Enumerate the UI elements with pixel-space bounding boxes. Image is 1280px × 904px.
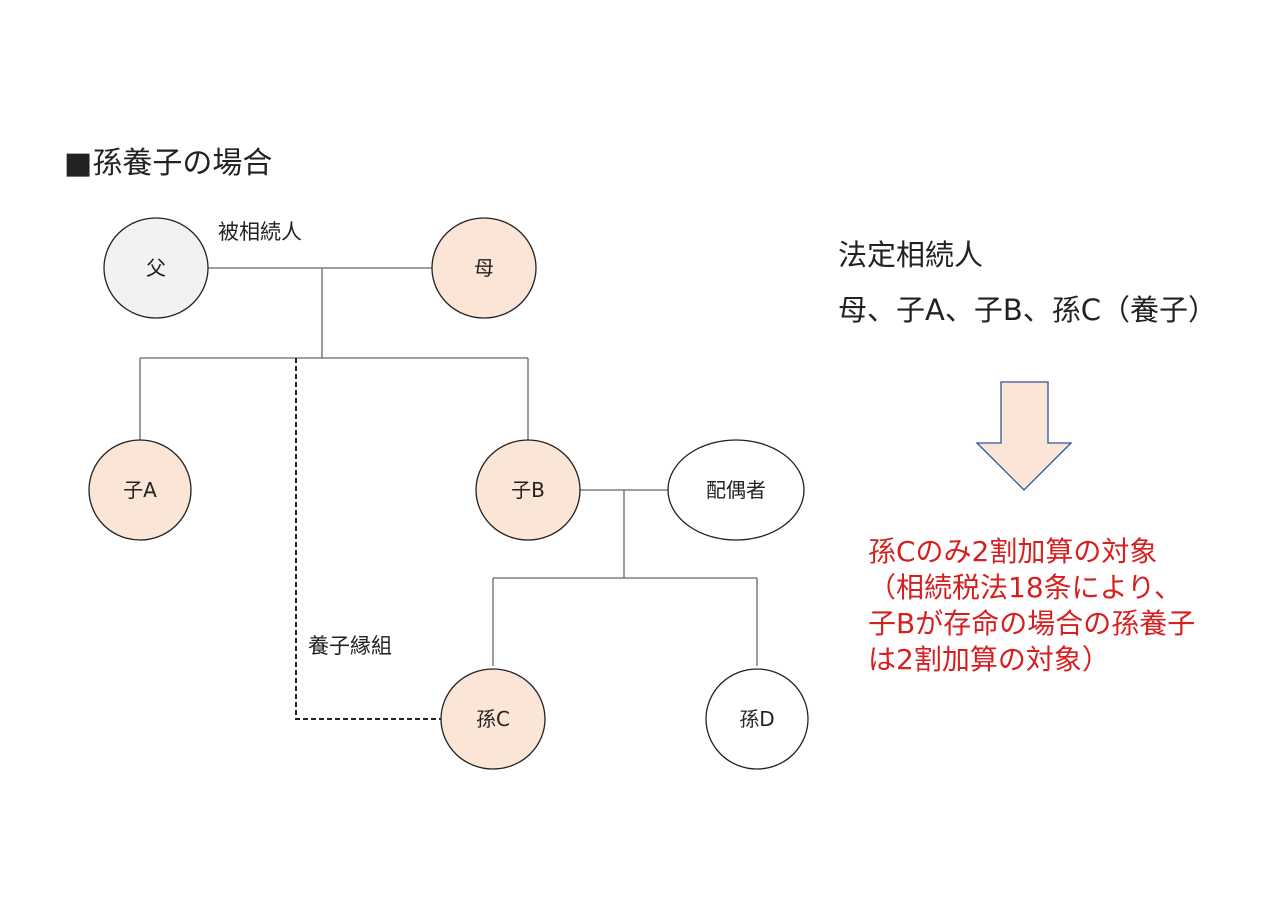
note-line: は2割加算の対象） [868,643,1110,676]
node-spouse: 配偶者 [667,439,805,541]
legal-heirs-list: 母、子A、子B、孫C（養子） [838,293,1217,327]
decedent-label: 被相続人 [218,220,302,244]
node-grandchildC-label: 孫C [476,707,510,731]
node-mother-label: 母 [474,256,494,280]
node-grandchildD-label: 孫D [739,707,774,731]
node-father-label: 父 [146,256,166,280]
node-mother: 母 [431,217,537,319]
down-arrow-icon [975,381,1073,491]
legal-heirs-title: 法定相続人 [838,238,984,272]
node-father: 父 [103,217,209,319]
adoption-label: 養子縁組 [308,634,392,658]
note-line: （相続税法18条により、 [868,571,1182,604]
node-childA-label: 子A [123,478,157,502]
node-childB-label: 子B [511,478,545,502]
note-line: 子Bが存命の場合の孫養子 [868,607,1196,640]
node-spouse-label: 配偶者 [706,478,766,502]
adoption-dashed-line [295,358,441,720]
node-grandchildC: 孫C [440,668,546,770]
node-grandchildD: 孫D [705,668,809,770]
diagram-title: ■孫養子の場合 [64,146,273,181]
node-childA: 子A [88,439,192,541]
note-line: 孫Cのみ2割加算の対象 [868,535,1158,568]
surcharge-note: 孫Cのみ2割加算の対象 （相続税法18条により、 子Bが存命の場合の孫養子 は2… [868,534,1195,678]
node-childB: 子B [475,439,581,541]
